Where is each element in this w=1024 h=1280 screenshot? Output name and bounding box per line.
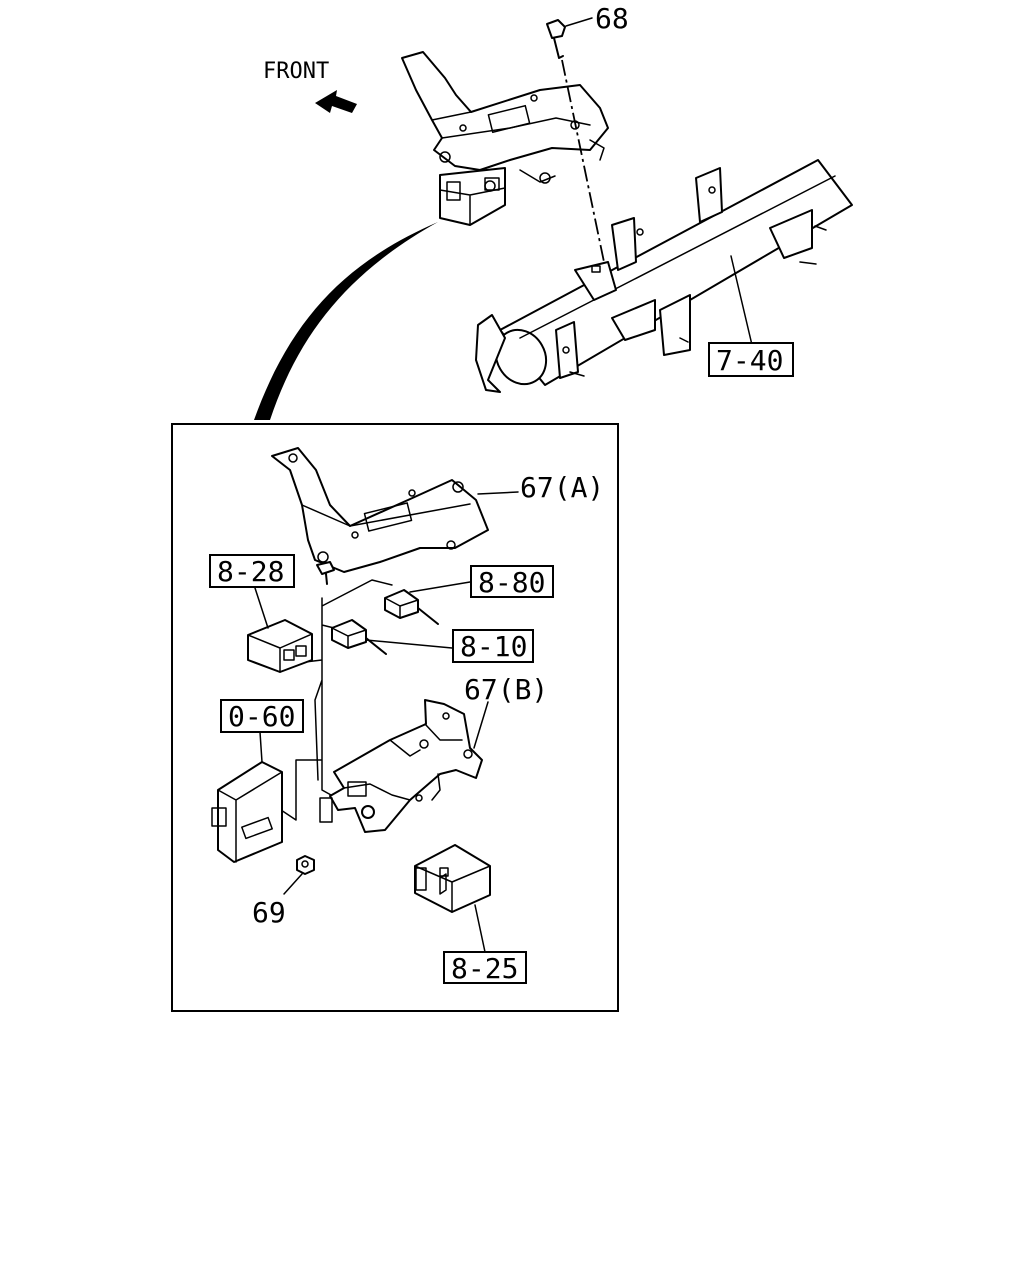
control-unit-0-60	[211, 761, 283, 863]
bracket-67b	[319, 699, 483, 833]
callout-68: 68	[595, 2, 629, 35]
bracket-67a	[271, 447, 489, 573]
screw	[316, 561, 335, 585]
bolt-68	[546, 19, 566, 59]
callout-8-28: 8-28	[217, 555, 284, 588]
connector-8-80	[384, 589, 439, 625]
callout-8-80: 8-80	[478, 566, 545, 599]
front-label: FRONT	[263, 59, 329, 84]
upper-bracket-assembly	[401, 51, 609, 226]
connector-8-10	[331, 619, 387, 655]
crossmember-tube	[475, 159, 853, 393]
nut-69	[296, 855, 315, 875]
callout-69: 69	[252, 896, 286, 929]
callout-7-40: 7-40	[716, 344, 783, 377]
callout-67b: 67(B)	[464, 673, 548, 706]
relay-8-28	[247, 619, 313, 673]
callout-67a: 67(A)	[520, 471, 604, 504]
detail-frame	[171, 423, 619, 1012]
detail-arc	[254, 222, 438, 420]
front-arrow-icon	[315, 90, 357, 113]
callout-0-60: 0-60	[228, 700, 295, 733]
module-8-25	[414, 844, 491, 913]
callout-8-25: 8-25	[451, 952, 518, 985]
callout-8-10: 8-10	[460, 630, 527, 663]
